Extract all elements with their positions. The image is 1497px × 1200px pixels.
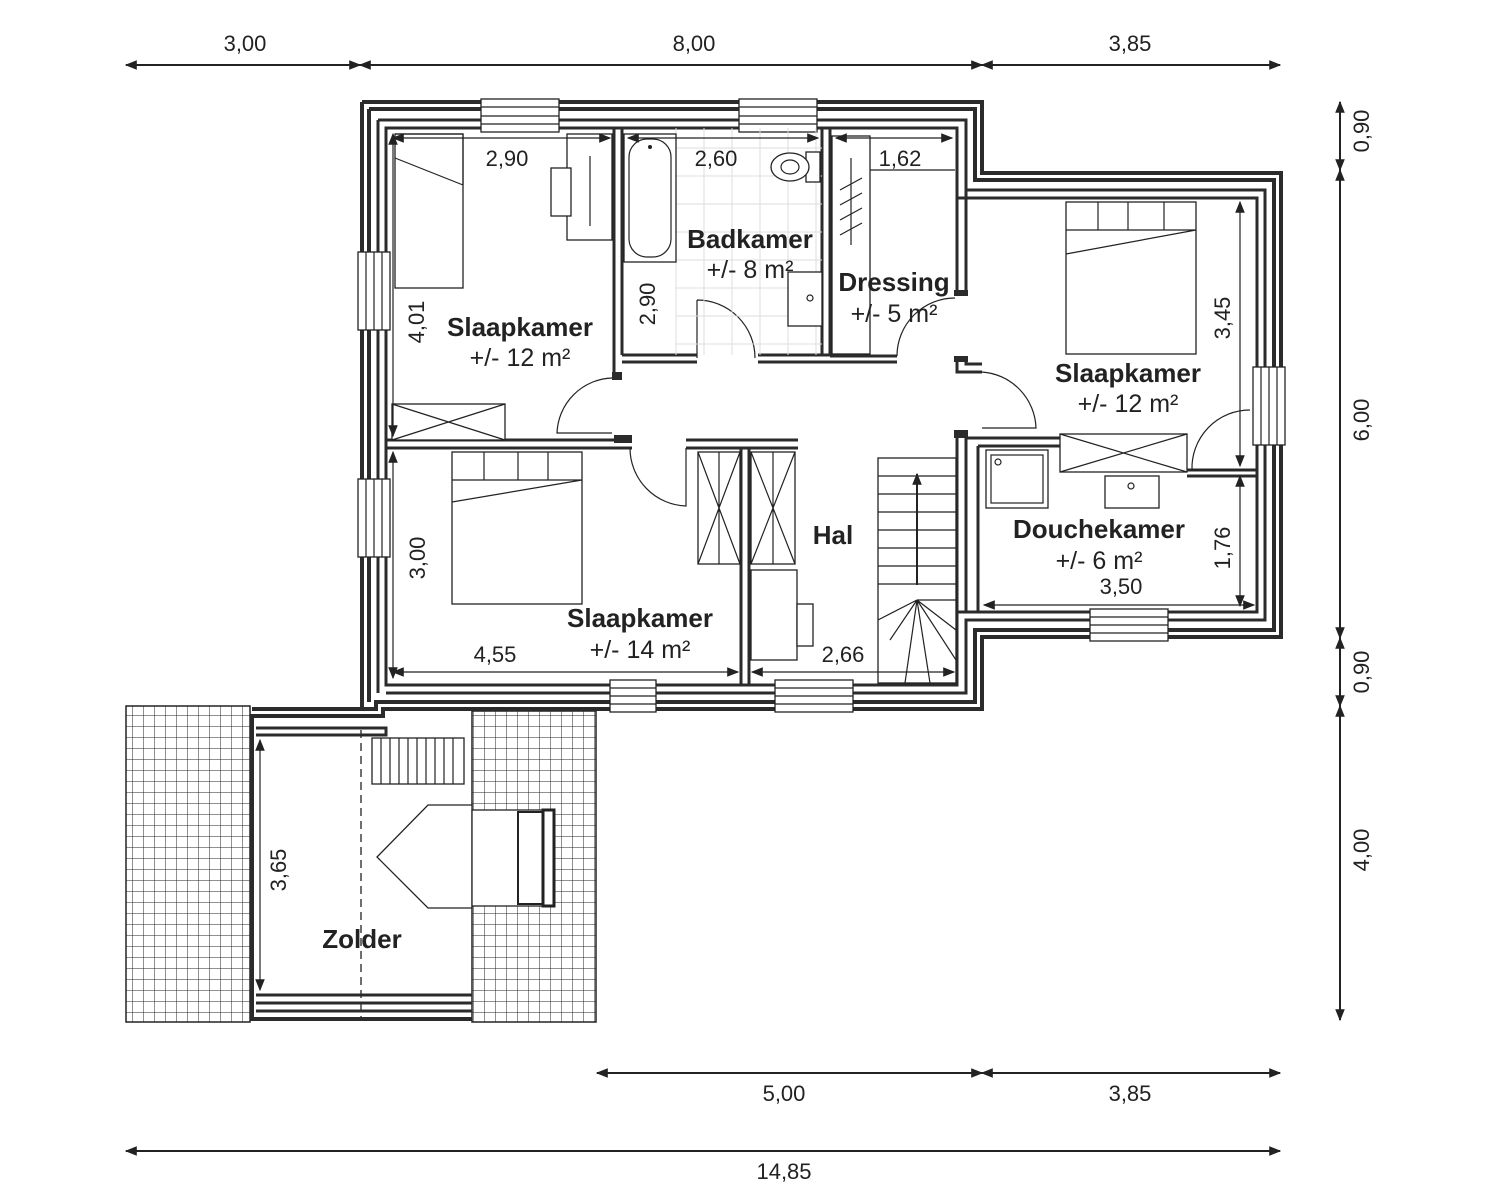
window-south-2 bbox=[609, 679, 657, 713]
dim-right-3: 0,90 bbox=[1349, 651, 1374, 694]
window-north-2 bbox=[738, 98, 818, 133]
furniture bbox=[391, 128, 1197, 684]
room-name-slaapkamer-sw: Slaapkamer bbox=[567, 603, 713, 633]
room-area-badkamer: +/- 8 m² bbox=[707, 256, 794, 284]
room-name-zolder: Zolder bbox=[322, 924, 401, 954]
dim-douchekamer-depth: 1,76 bbox=[1210, 527, 1235, 570]
room-area-slaapkamer-sw: +/- 14 m² bbox=[590, 636, 691, 664]
dim-hal-width: 2,66 bbox=[822, 642, 865, 667]
dim-slaapkamer-e-depth: 3,45 bbox=[1210, 297, 1235, 340]
room-name-slaapkamer-nw: Slaapkamer bbox=[447, 312, 593, 342]
room-area-slaapkamer-nw: +/- 12 m² bbox=[470, 344, 571, 372]
dim-douchekamer-width: 3,50 bbox=[1100, 574, 1143, 599]
dim-dressing-width: 1,62 bbox=[879, 146, 922, 171]
window-south-3 bbox=[774, 679, 854, 713]
dim-bottom-1: 5,00 bbox=[763, 1081, 806, 1106]
room-name-douchekamer: Douchekamer bbox=[1013, 514, 1185, 544]
dim-right-4: 4,00 bbox=[1349, 829, 1374, 872]
window-west-2 bbox=[357, 478, 391, 558]
dim-right-2: 6,00 bbox=[1349, 399, 1374, 442]
windows bbox=[357, 98, 1286, 713]
dim-top-1: 3,00 bbox=[224, 31, 267, 56]
dim-top-3: 3,85 bbox=[1109, 31, 1152, 56]
room-area-dressing: +/- 5 m² bbox=[851, 300, 938, 328]
room-name-slaapkamer-e: Slaapkamer bbox=[1055, 358, 1201, 388]
room-area-douchekamer: +/- 6 m² bbox=[1056, 547, 1143, 575]
dim-right-1: 0,90 bbox=[1349, 110, 1374, 153]
dim-badkamer-depth: 2,90 bbox=[635, 283, 660, 326]
dim-slaapkamer-nw-width: 2,90 bbox=[486, 146, 529, 171]
interior-dimensions bbox=[255, 132, 1256, 992]
dim-bottom-total: 14,85 bbox=[756, 1159, 811, 1184]
dim-bottom-2: 3,85 bbox=[1109, 1081, 1152, 1106]
dim-slaapkamer-sw-depth: 3,00 bbox=[405, 537, 430, 580]
dim-badkamer-width: 2,60 bbox=[695, 146, 738, 171]
room-area-slaapkamer-e: +/- 12 m² bbox=[1078, 390, 1179, 418]
roof-tiles bbox=[125, 705, 597, 1023]
window-west-1 bbox=[357, 251, 391, 331]
dim-slaapkamer-nw-depth: 4,01 bbox=[404, 301, 429, 344]
dimension-lines bbox=[124, 60, 1345, 1156]
room-name-hal: Hal bbox=[813, 520, 853, 550]
window-south-1 bbox=[1089, 608, 1169, 642]
window-east bbox=[1252, 366, 1286, 446]
window-north-1 bbox=[480, 98, 560, 133]
room-name-dressing: Dressing bbox=[838, 267, 949, 297]
dim-zolder-depth: 3,65 bbox=[266, 849, 291, 892]
room-name-badkamer: Badkamer bbox=[687, 224, 813, 254]
dim-top-2: 8,00 bbox=[673, 31, 716, 56]
dim-slaapkamer-sw-width: 4,55 bbox=[474, 642, 517, 667]
